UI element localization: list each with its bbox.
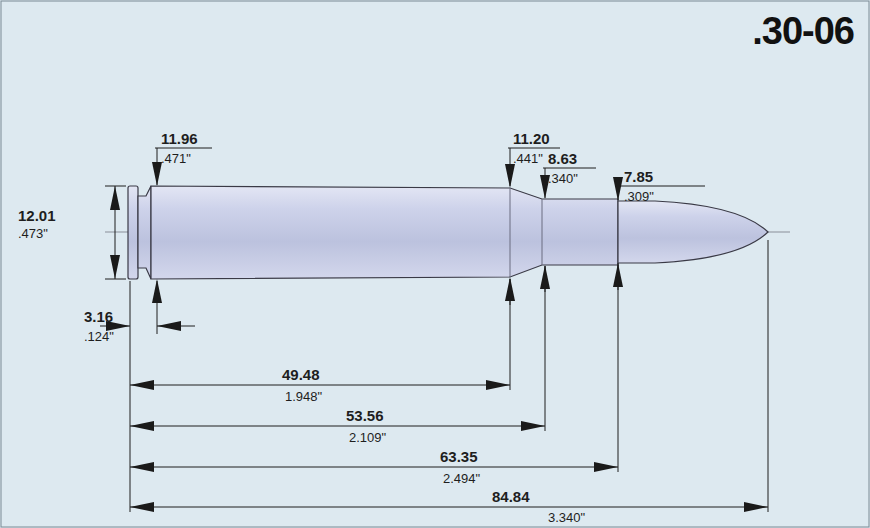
dimension-mm: 12.01 [18, 208, 56, 223]
dimension-mm: 7.85 [624, 169, 653, 184]
arrowhead [613, 177, 623, 201]
bullet [618, 201, 768, 263]
arrowhead [486, 380, 510, 390]
arrowhead [540, 265, 550, 289]
case-rim [128, 186, 138, 279]
length-line [130, 507, 768, 508]
label-shelf [616, 186, 705, 187]
dimension-inch: 2.109" [349, 431, 386, 444]
arrowhead [505, 164, 515, 188]
length-line [130, 426, 545, 427]
extension-line [130, 281, 131, 512]
arrowhead [130, 462, 154, 472]
arrowhead [110, 186, 120, 210]
dimension-lines [100, 148, 768, 512]
dimension-inch: .473" [18, 227, 48, 240]
dimension-mm: 53.56 [346, 408, 384, 423]
dimension-inch: .340" [548, 172, 578, 185]
arrowhead [130, 502, 154, 512]
arrowhead [521, 421, 545, 431]
dimension-mm: 63.35 [440, 449, 478, 464]
extension-line [618, 265, 619, 472]
cartridge-title: .30-06 [752, 12, 854, 50]
arrowhead [613, 263, 623, 287]
dimension-mm: 11.96 [161, 131, 198, 146]
label-shelf [155, 148, 212, 149]
dimension-inch: 3.340" [548, 511, 585, 524]
dimension-inch: .309" [624, 190, 654, 203]
extension-line [545, 266, 546, 431]
shoulder-line [510, 188, 511, 277]
arrowhead [744, 502, 768, 512]
arrowhead [157, 321, 181, 331]
label-shelf [543, 168, 596, 169]
arrowheads [106, 162, 768, 512]
length-line [130, 467, 618, 468]
arrowhead [505, 277, 515, 301]
dimension-mm: 8.63 [548, 151, 577, 166]
arrowhead [110, 255, 120, 279]
arrowhead [130, 421, 154, 431]
length-line [130, 385, 510, 386]
extension-line [768, 240, 769, 512]
extractor-groove [138, 186, 151, 279]
dimension-mm: 84.84 [492, 489, 530, 504]
case-body [151, 186, 618, 279]
neck-line [542, 199, 543, 265]
label-shelf [508, 148, 560, 149]
dimension-inch: 1.948" [285, 390, 322, 403]
arrowhead [130, 380, 154, 390]
dimension-mm: 3.16 [84, 309, 113, 324]
dimension-mm: 11.20 [513, 131, 550, 146]
arrowhead [594, 462, 618, 472]
dimension-inch: .471" [161, 152, 191, 165]
arrowhead [152, 279, 162, 303]
dimension-inch: .124" [84, 330, 114, 343]
dimension-inch: 2.494" [443, 472, 480, 485]
arrowhead [152, 162, 162, 186]
dimension-mm: 49.48 [282, 367, 320, 382]
dimension-inch: .441" [513, 152, 543, 165]
